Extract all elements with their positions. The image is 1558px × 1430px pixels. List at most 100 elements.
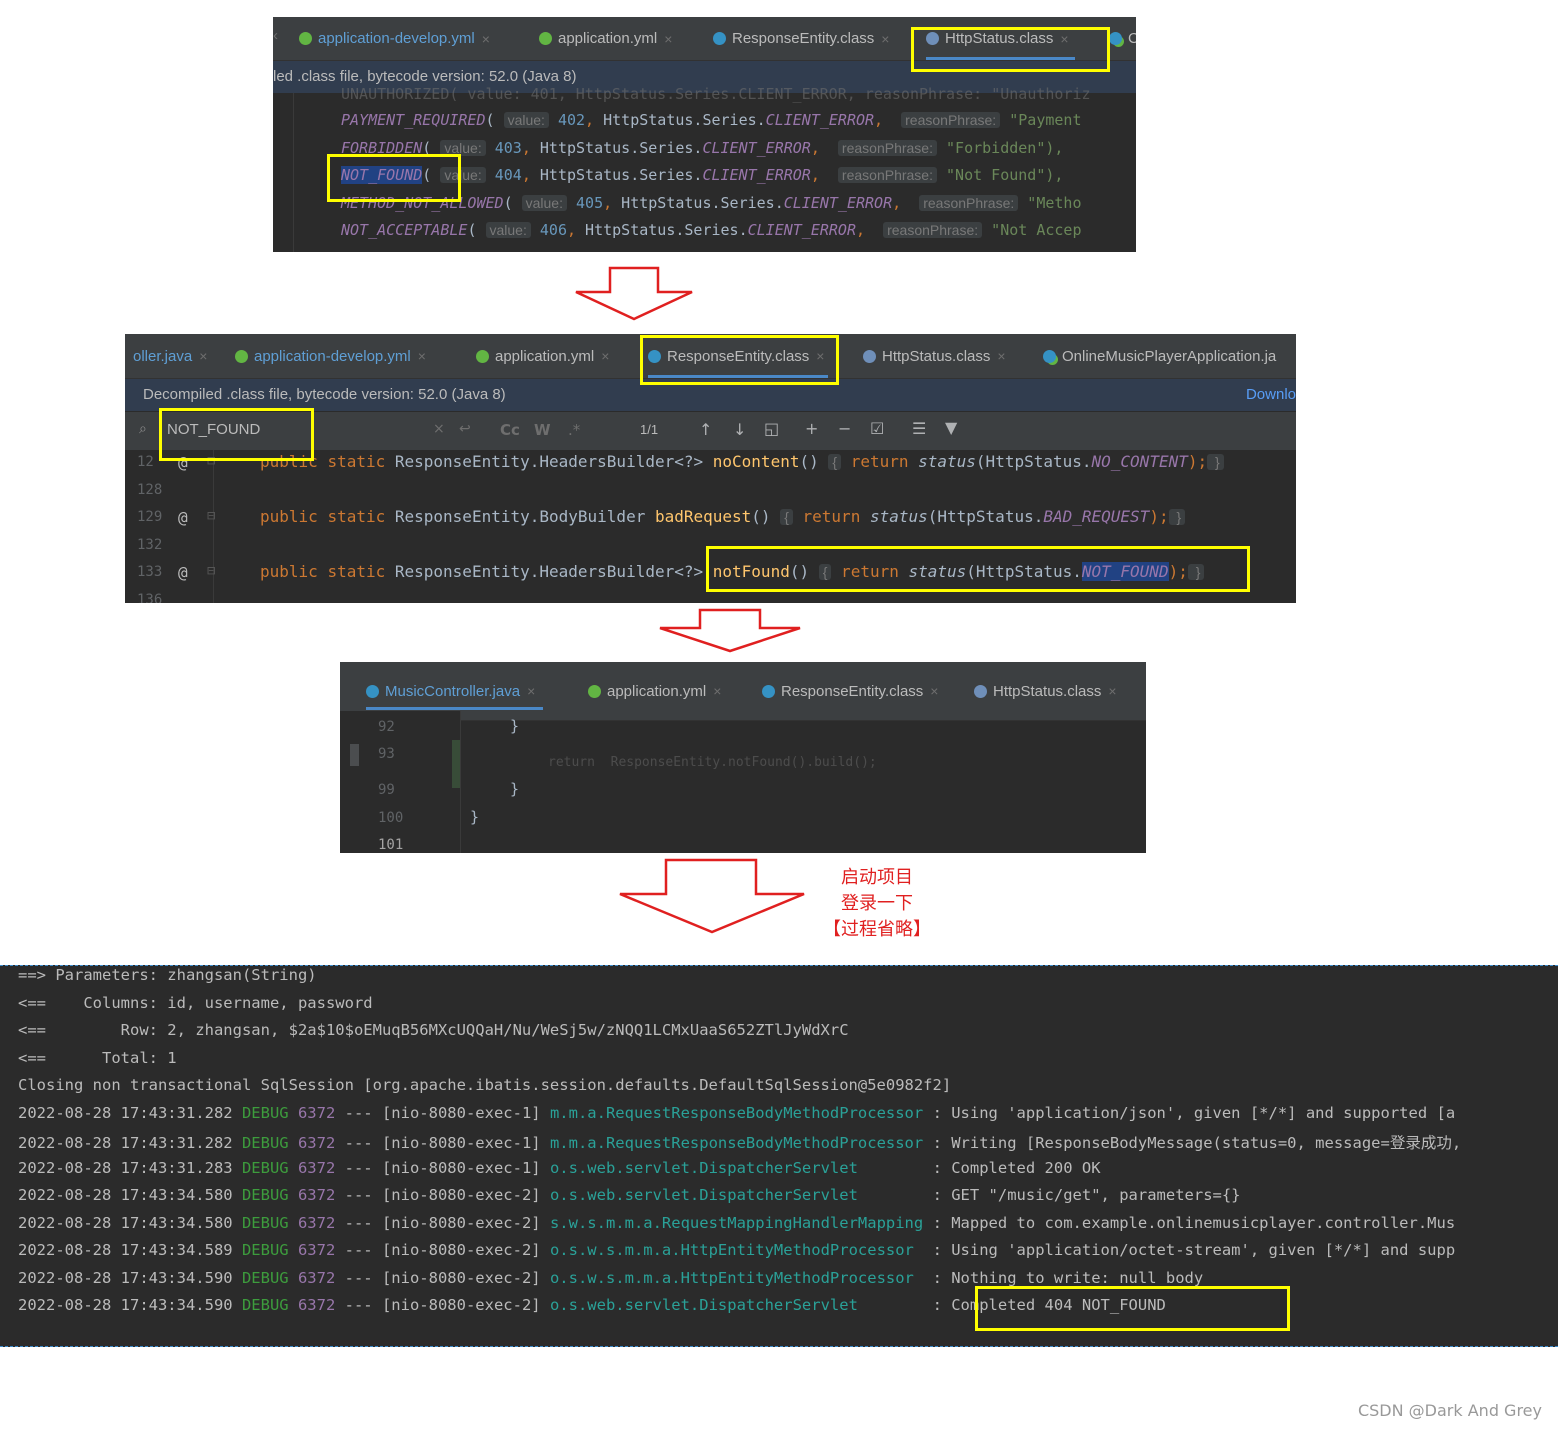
- param-hint: value:: [440, 139, 486, 156]
- log-logger[interactable]: o.s.w.s.m.m.a.HttpEntityMethodProcessor: [549, 1241, 924, 1259]
- log-timestamp: 2022-08-28 17:43:31.283: [18, 1158, 242, 1177]
- tab-onlinemusicplayerapplication[interactable]: OnlineMusicPlayerApplication.ja: [1043, 334, 1276, 378]
- reason-phrase: "Not Accep: [982, 221, 1082, 239]
- line-number: 132: [137, 537, 163, 553]
- banner-text: led .class file, bytecode version: 52.0 …: [273, 68, 577, 85]
- select-all-occurrences-icon[interactable]: ☑: [870, 419, 885, 438]
- fold-icon[interactable]: ⊟: [207, 563, 216, 579]
- highlight-box-notfound-method: [706, 546, 1250, 592]
- close-icon[interactable]: ×: [881, 30, 890, 47]
- keyword: public: [260, 562, 328, 581]
- search-icon: ⌕: [139, 421, 147, 437]
- tab-responseentity-class[interactable]: ResponseEntity.class ×: [762, 672, 938, 710]
- tab-responseentity-class[interactable]: ResponseEntity.class ×: [713, 17, 889, 60]
- close-icon[interactable]: ×: [527, 683, 536, 699]
- log-timestamp: 2022-08-28 17:43:34.580: [18, 1186, 242, 1204]
- editor-tab-bar: MusicController.java × application.yml ×…: [340, 662, 1146, 721]
- status-call: status: [908, 562, 967, 581]
- line-number: 136: [137, 592, 163, 603]
- log-logger[interactable]: o.s.web.servlet.DispatcherServlet: [549, 1158, 924, 1177]
- param-hint: reasonPhrase:: [837, 167, 937, 183]
- close-icon[interactable]: ×: [713, 683, 722, 699]
- tab-musiccontroller-java[interactable]: MusicController.java ×: [366, 672, 544, 710]
- app-icon: [1043, 349, 1056, 363]
- show-all-icon[interactable]: ◱: [764, 419, 780, 438]
- spring-config-icon: [299, 32, 312, 45]
- log-level: DEBUG: [241, 1213, 289, 1232]
- close-icon[interactable]: ×: [997, 348, 1006, 364]
- fold-icon[interactable]: ⊟: [207, 508, 216, 524]
- next-occurrence-icon[interactable]: ↓: [733, 420, 747, 439]
- open-in-window-icon[interactable]: ☰: [912, 419, 927, 438]
- tab-controller-java[interactable]: oller.java ×: [133, 334, 207, 378]
- down-arrow-icon: [575, 266, 693, 321]
- tab-application-yml[interactable]: application.yml ×: [476, 334, 609, 378]
- tab-label: ResponseEntity.class: [781, 682, 924, 700]
- log-logger[interactable]: o.s.web.servlet.DispatcherServlet: [549, 1186, 924, 1204]
- tab-label: C: [1128, 30, 1136, 47]
- match-count: 1/1: [640, 422, 659, 437]
- enum-constant-name: NOT_ACCEPTABLE: [341, 221, 468, 239]
- add-occurrence-icon[interactable]: +: [805, 419, 819, 438]
- log-logger[interactable]: m.m.a.RequestResponseBodyMethodProcessor: [549, 1134, 924, 1152]
- class-icon: [713, 32, 726, 45]
- tab-label: application.yml: [495, 347, 595, 365]
- close-icon[interactable]: ×: [930, 683, 939, 699]
- tab-httpstatus-class[interactable]: HttpStatus.class ×: [863, 334, 1006, 378]
- run-console: ==> Parameters: zhangsan(String)<== Colu…: [0, 965, 1558, 1347]
- previous-occurrence-icon[interactable]: ↑: [699, 420, 713, 439]
- highlight-box-responseentity-tab: [640, 335, 839, 385]
- regex-toggle[interactable]: .*: [568, 421, 581, 439]
- clear-search-icon[interactable]: ×: [433, 421, 445, 437]
- semicolon: );: [1168, 562, 1188, 581]
- log-message: : Completed 404 NOT_FOUND: [923, 1296, 1166, 1314]
- close-icon[interactable]: ×: [601, 348, 610, 364]
- log-logger[interactable]: m.m.a.RequestResponseBodyMethodProcessor: [549, 1103, 924, 1122]
- keyword: static: [327, 507, 395, 526]
- enum-icon: [926, 32, 939, 45]
- series-prefix: HttpStatus.Series.: [585, 221, 748, 239]
- override-marker-icon[interactable]: @: [178, 453, 188, 472]
- tab-label: oller.java: [133, 347, 193, 365]
- close-icon[interactable]: ×: [417, 348, 426, 364]
- tab-application-yml[interactable]: application.yml ×: [588, 672, 721, 710]
- status-call: status: [918, 452, 976, 471]
- log-logger[interactable]: o.s.web.servlet.DispatcherServlet: [549, 1296, 924, 1314]
- spring-config-icon: [588, 684, 601, 698]
- close-icon[interactable]: ×: [199, 348, 208, 364]
- find-input[interactable]: NOT_FOUND: [167, 421, 261, 438]
- close-icon[interactable]: ×: [1108, 683, 1117, 699]
- close-icon[interactable]: ×: [816, 348, 825, 364]
- tab-overflow[interactable]: C: [1109, 17, 1136, 60]
- download-sources-link[interactable]: Downlo: [1245, 386, 1296, 403]
- tab-application-develop-yml[interactable]: application-develop.yml ×: [299, 17, 490, 60]
- close-icon[interactable]: ×: [1060, 30, 1069, 47]
- editor-gutter: [125, 450, 214, 603]
- highlight-box-search-field: [159, 408, 314, 461]
- tab-application-yml[interactable]: application.yml ×: [539, 17, 672, 60]
- tab-httpstatus-class[interactable]: HttpStatus.class ×: [974, 672, 1117, 710]
- match-case-toggle[interactable]: Cc: [500, 421, 520, 439]
- tab-httpstatus-class[interactable]: HttpStatus.class ×: [926, 17, 1075, 60]
- tab-scroll-left-icon[interactable]: ‹: [273, 27, 278, 44]
- log-logger[interactable]: o.s.w.s.m.m.a.HttpEntityMethodProcessor: [549, 1268, 924, 1287]
- return-type: ResponseEntity.BodyBuilder: [394, 507, 655, 526]
- log-logger[interactable]: s.w.s.m.m.a.RequestMappingHandlerMapping: [549, 1213, 924, 1232]
- override-marker-icon[interactable]: @: [178, 563, 188, 582]
- enum-constant-line: METHOD_NOT_ALLOWED( value: 405, HttpStat…: [341, 194, 1081, 212]
- override-marker-icon[interactable]: @: [178, 508, 188, 527]
- whole-words-toggle[interactable]: W: [534, 421, 551, 439]
- filter-icon[interactable]: ▼: [945, 418, 958, 437]
- tab-label: OnlineMusicPlayerApplication.ja: [1062, 347, 1277, 365]
- tab-label: ResponseEntity.class: [667, 347, 810, 365]
- tab-application-develop-yml[interactable]: application-develop.yml ×: [235, 334, 426, 378]
- close-icon[interactable]: ×: [664, 30, 673, 47]
- highlight-box-httpstatus-tab: [911, 27, 1110, 72]
- remove-occurrence-icon[interactable]: −: [838, 419, 852, 438]
- tab-responseentity-class[interactable]: ResponseEntity.class ×: [648, 334, 829, 378]
- comma: ,: [810, 166, 838, 184]
- fold-icon[interactable]: ⊟: [207, 453, 216, 469]
- new-line-icon[interactable]: ↩: [459, 421, 471, 437]
- log-line: 2022-08-28 17:43:34.589 DEBUG 6372 --- […: [18, 1241, 1455, 1259]
- close-icon[interactable]: ×: [481, 30, 490, 47]
